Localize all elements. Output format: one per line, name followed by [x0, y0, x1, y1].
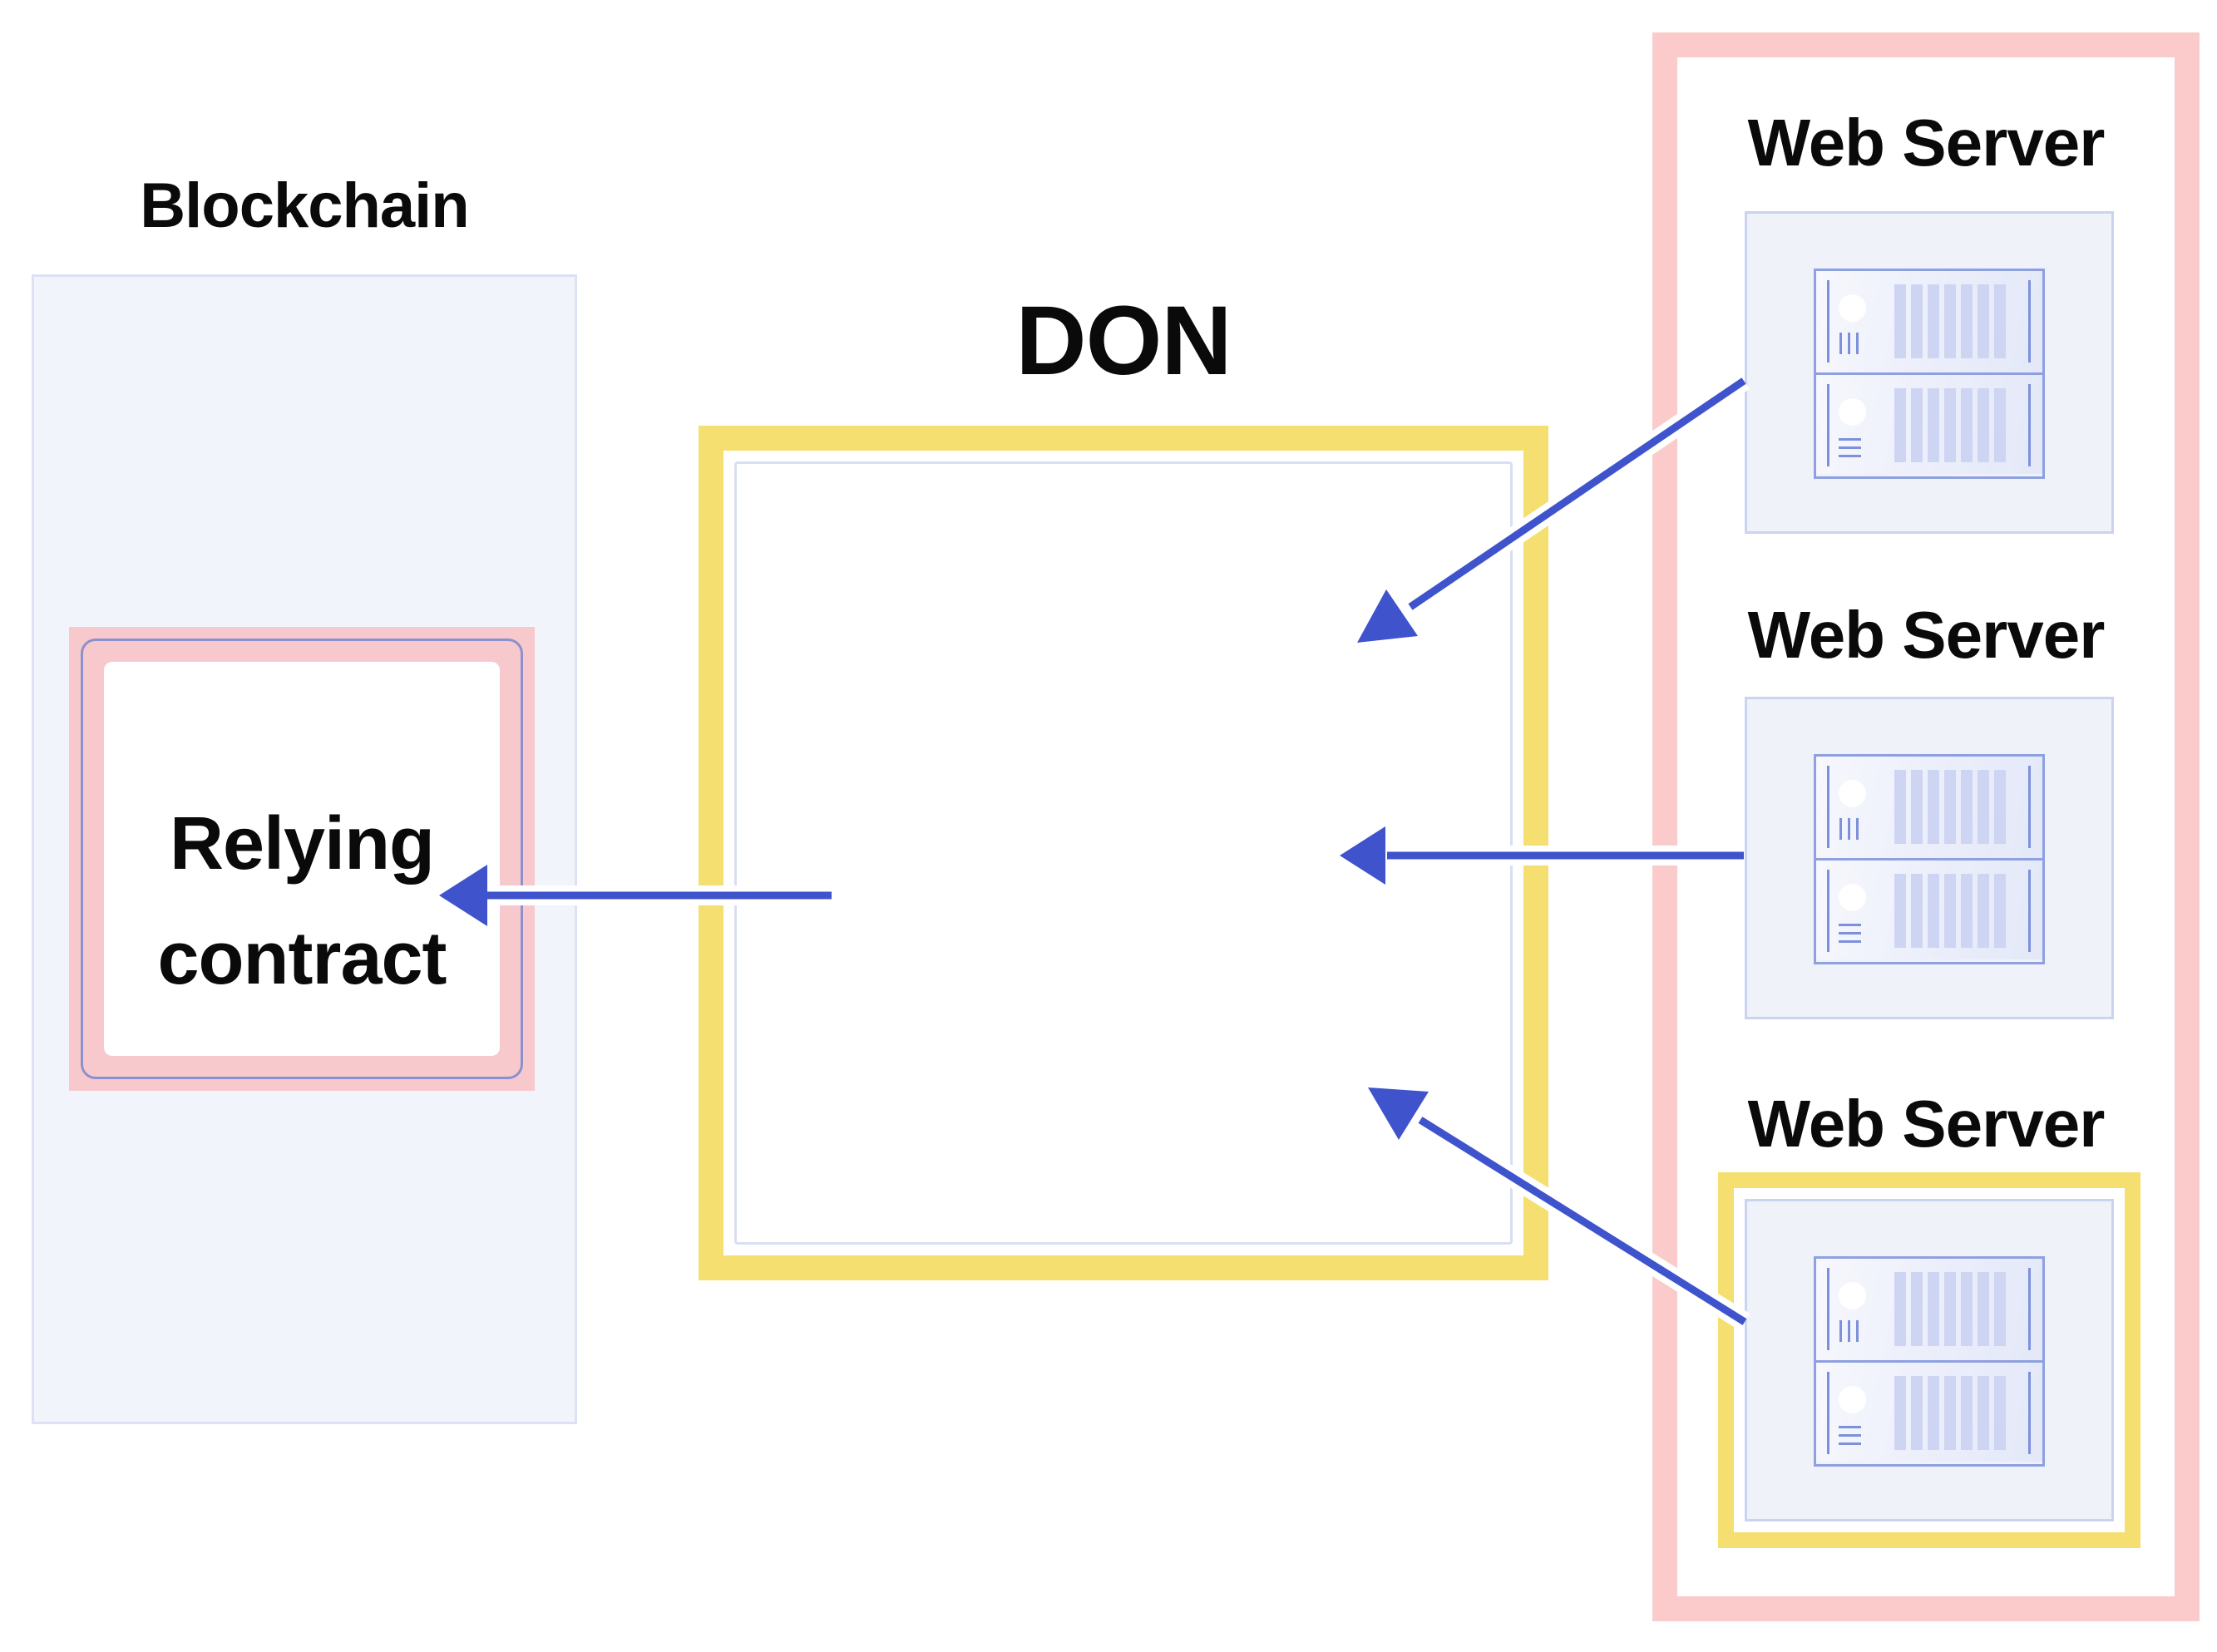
port-ticks-icon — [1839, 333, 1859, 354]
rack-rail-icon — [2028, 280, 2031, 362]
rack-rail-icon — [2028, 1372, 2031, 1454]
relying-contract-border — [81, 639, 523, 1079]
vent-bars-icon — [1894, 1376, 2006, 1450]
disk-lines-icon — [1839, 438, 1861, 457]
rack-rail-icon — [2028, 384, 2031, 466]
server-unit-bottom — [1816, 858, 2042, 959]
port-ticks-icon — [1839, 1320, 1859, 1342]
port-ticks-icon — [1839, 818, 1859, 840]
rack-rail-icon — [1827, 1372, 1829, 1454]
relying-contract-box — [69, 627, 535, 1091]
vent-bars-icon — [1894, 770, 2006, 844]
don-label: DON — [1015, 286, 1232, 396]
relying-contract-text: Relying contract — [69, 787, 535, 1016]
server-unit-top — [1816, 757, 2042, 858]
rack-rail-icon — [1827, 870, 1829, 952]
don-box-white — [723, 451, 1523, 1255]
vent-bars-icon — [1894, 388, 2006, 462]
status-led-icon — [1839, 398, 1866, 426]
status-led-icon — [1839, 1282, 1866, 1309]
relying-contract-line2: contract — [157, 917, 447, 1000]
server-rack-icon — [1814, 1256, 2045, 1467]
status-led-icon — [1839, 1386, 1866, 1413]
server-unit-top — [1816, 271, 2042, 372]
web-server-2-label: Web Server — [1747, 598, 2106, 672]
disk-lines-icon — [1839, 924, 1861, 943]
server-unit-bottom — [1816, 372, 2042, 474]
relying-contract-line1: Relying — [169, 802, 435, 885]
vent-bars-icon — [1894, 284, 2006, 358]
rack-rail-icon — [1827, 1268, 1829, 1350]
vent-bars-icon — [1894, 874, 2006, 948]
server-unit-top — [1816, 1259, 2042, 1360]
rack-rail-icon — [1827, 766, 1829, 848]
server-rack-icon — [1814, 754, 2045, 964]
rack-rail-icon — [1827, 280, 1829, 362]
web-server-1-label: Web Server — [1747, 106, 2106, 180]
don-box-inner-border — [734, 461, 1513, 1245]
blockchain-label: Blockchain — [140, 170, 469, 241]
vent-bars-icon — [1894, 1272, 2006, 1346]
server-unit-bottom — [1816, 1360, 2042, 1462]
rack-rail-icon — [2028, 870, 2031, 952]
server-rack-icon — [1814, 269, 2045, 479]
rack-rail-icon — [2028, 1268, 2031, 1350]
web-server-3-label: Web Server — [1747, 1087, 2106, 1161]
rack-rail-icon — [2028, 766, 2031, 848]
status-led-icon — [1839, 294, 1866, 322]
status-led-icon — [1839, 780, 1866, 807]
don-box — [699, 426, 1548, 1280]
rack-rail-icon — [1827, 384, 1829, 466]
status-led-icon — [1839, 884, 1866, 911]
disk-lines-icon — [1839, 1426, 1861, 1445]
relying-contract-inner — [104, 662, 500, 1056]
